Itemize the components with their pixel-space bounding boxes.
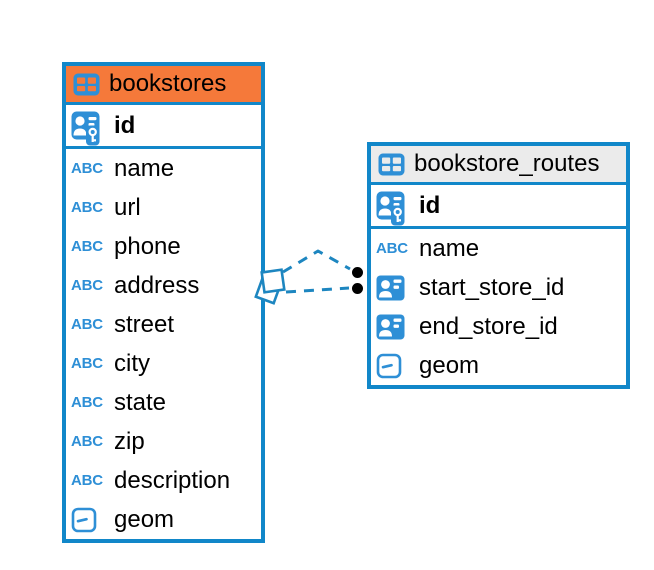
column-name: address [114, 271, 200, 299]
foreign-key-icon [375, 314, 411, 340]
text-icon: ABC [376, 240, 408, 257]
column-row-url[interactable]: ABC url [66, 188, 261, 227]
text-icon: ABC [71, 277, 103, 294]
column-name: url [114, 193, 141, 221]
column-row-start_store_id[interactable]: start_store_id [371, 268, 626, 307]
column-name: id [114, 111, 136, 139]
column-name: name [114, 154, 175, 182]
primary-key-icon [375, 191, 411, 225]
column-row-address[interactable]: ABC address [66, 266, 261, 305]
relationship-line-1[interactable] [282, 249, 351, 274]
column-row-zip[interactable]: ABC zip [66, 422, 261, 461]
column-row-geom[interactable]: geom [66, 500, 261, 539]
column-row-state[interactable]: ABC state [66, 383, 261, 422]
text-icon: ABC [71, 433, 103, 450]
foreign-key-icon [375, 275, 411, 301]
relationship-line-2[interactable] [285, 286, 350, 294]
column-name: street [114, 310, 175, 338]
column-name: description [114, 466, 231, 494]
table-header[interactable]: bookstore_routes [371, 146, 626, 185]
column-row-id[interactable]: id [66, 105, 261, 149]
column-name: end_store_id [419, 312, 558, 340]
column-row-phone[interactable]: ABC phone [66, 227, 261, 266]
column-row-description[interactable]: ABC description [66, 461, 261, 500]
column-row-city[interactable]: ABC city [66, 344, 261, 383]
column-name: start_store_id [419, 273, 565, 301]
primary-key-icon [70, 111, 106, 145]
column-row-id[interactable]: id [371, 185, 626, 229]
text-icon: ABC [71, 238, 103, 255]
table-icon [377, 153, 405, 176]
column-row-name[interactable]: ABC name [66, 149, 261, 188]
text-icon: ABC [71, 355, 103, 372]
column-name: id [419, 191, 441, 219]
many-side-dot-markers [349, 264, 366, 297]
column-name: geom [114, 505, 175, 533]
geometry-icon [70, 507, 106, 533]
column-row-name[interactable]: ABC name [371, 229, 626, 268]
text-icon: ABC [71, 472, 103, 489]
table-header[interactable]: bookstores [66, 66, 261, 105]
column-name: name [419, 234, 480, 262]
column-name: zip [114, 427, 145, 455]
table-name: bookstores [109, 70, 227, 97]
text-icon: ABC [71, 160, 103, 177]
column-name: geom [419, 351, 480, 379]
column-name: state [114, 388, 167, 416]
text-icon: ABC [71, 394, 103, 411]
column-row-geom[interactable]: geom [371, 346, 626, 385]
geometry-icon [375, 353, 411, 379]
table-icon [72, 73, 100, 96]
column-row-end_store_id[interactable]: end_store_id [371, 307, 626, 346]
text-icon: ABC [71, 316, 103, 333]
column-name: city [114, 349, 150, 377]
text-icon: ABC [71, 199, 103, 216]
column-row-street[interactable]: ABC street [66, 305, 261, 344]
column-name: phone [114, 232, 181, 260]
table-name: bookstore_routes [414, 150, 600, 177]
